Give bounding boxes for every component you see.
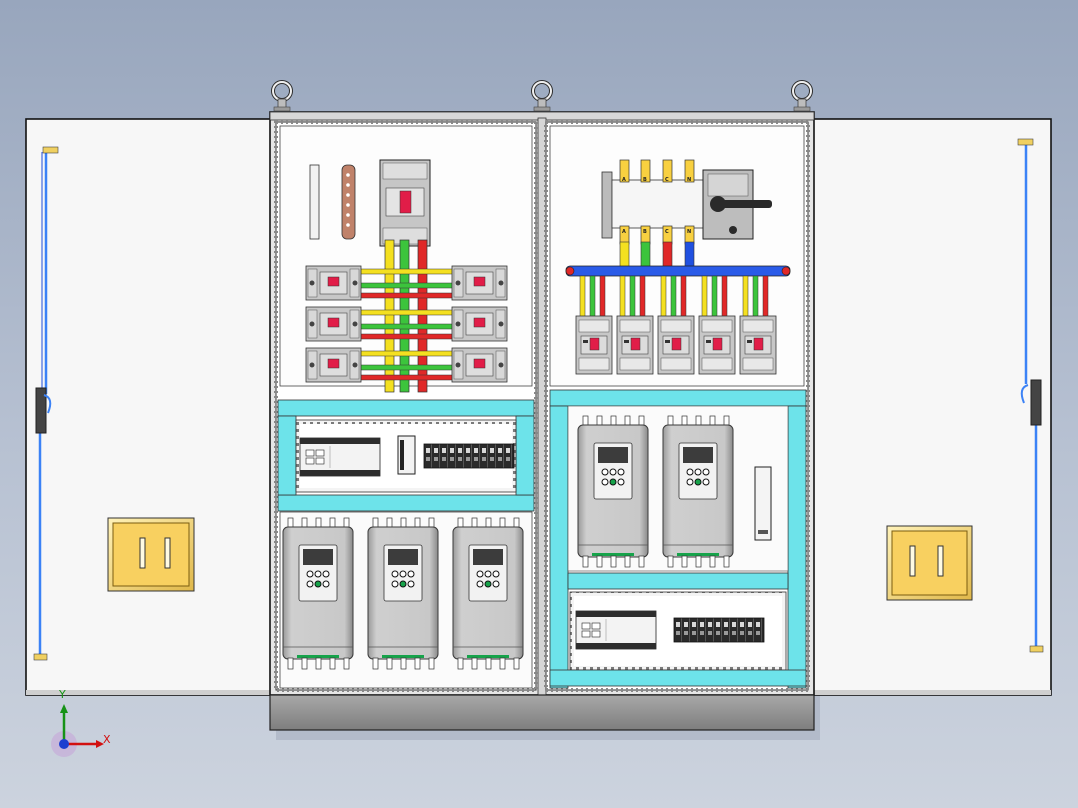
terminal-block-icon	[673, 617, 765, 643]
switch-phase-label: C	[665, 177, 669, 183]
vfd-drive-icon[interactable]	[282, 517, 354, 670]
left-bay-drive-section	[279, 511, 533, 689]
control-module[interactable]	[754, 466, 772, 541]
handle-icon[interactable]	[107, 517, 195, 592]
left-bay-upper-section	[305, 159, 508, 393]
main-breaker[interactable]	[379, 159, 431, 247]
switch-phase-label: B	[643, 229, 647, 235]
switch-phase-label: N	[687, 177, 691, 183]
switch-phase-label: B	[643, 177, 647, 183]
right-bay-control-section	[549, 591, 807, 687]
right-door-lock-rod	[1017, 138, 1044, 653]
circuit-breaker-icon[interactable]	[305, 306, 362, 342]
vfd-drive-icon[interactable]	[662, 415, 734, 568]
switch-phase-label: C	[665, 229, 669, 235]
circuit-breaker-icon[interactable]	[451, 347, 508, 383]
circuit-breaker-icon[interactable]	[451, 265, 508, 301]
plc-module[interactable]	[299, 437, 381, 477]
transfer-switch[interactable]: A B C N A B C N	[601, 159, 772, 245]
vfd-drive-icon[interactable]	[452, 517, 524, 670]
left-door-lock-rod	[33, 146, 59, 661]
horizontal-busbars	[353, 268, 455, 381]
vfd-drive-icon[interactable]	[367, 517, 439, 670]
y-axis-label: Y	[59, 688, 66, 701]
switch-phase-label: N	[687, 229, 691, 235]
right-door[interactable]	[809, 118, 1052, 696]
switch-phase-label: A	[622, 229, 626, 235]
lifting-eye-icon	[531, 80, 553, 113]
switch-phase-label: A	[622, 177, 626, 183]
axis-triad	[51, 704, 104, 757]
left-bay-control-section	[277, 399, 535, 512]
x-axis-label: X	[103, 733, 111, 746]
terminal-block-icon	[423, 443, 515, 469]
circuit-breaker-icon[interactable]	[657, 315, 695, 375]
vfd-drive-icon[interactable]	[577, 415, 649, 568]
plc-module[interactable]	[575, 610, 657, 650]
vertical-busbars	[384, 239, 428, 393]
circuit-breaker-icon[interactable]	[305, 347, 362, 383]
right-bay-drive-section	[549, 389, 807, 689]
right-bay-upper-section: A B C N A B C N	[565, 159, 791, 375]
lifting-eye-icon	[791, 80, 813, 113]
handle-icon[interactable]	[886, 525, 973, 601]
circuit-breaker-icon[interactable]	[698, 315, 736, 375]
circuit-breaker-icon[interactable]	[451, 306, 508, 342]
circuit-breaker-icon[interactable]	[305, 265, 362, 301]
left-door[interactable]	[25, 118, 273, 696]
feeder-busbars	[579, 275, 769, 319]
circuit-breaker-icon[interactable]	[575, 315, 613, 375]
lifting-eye-icon	[271, 80, 293, 113]
circuit-breaker-icon[interactable]	[616, 315, 654, 375]
neutral-busbar	[565, 265, 791, 277]
circuit-breaker-icon[interactable]	[739, 315, 777, 375]
